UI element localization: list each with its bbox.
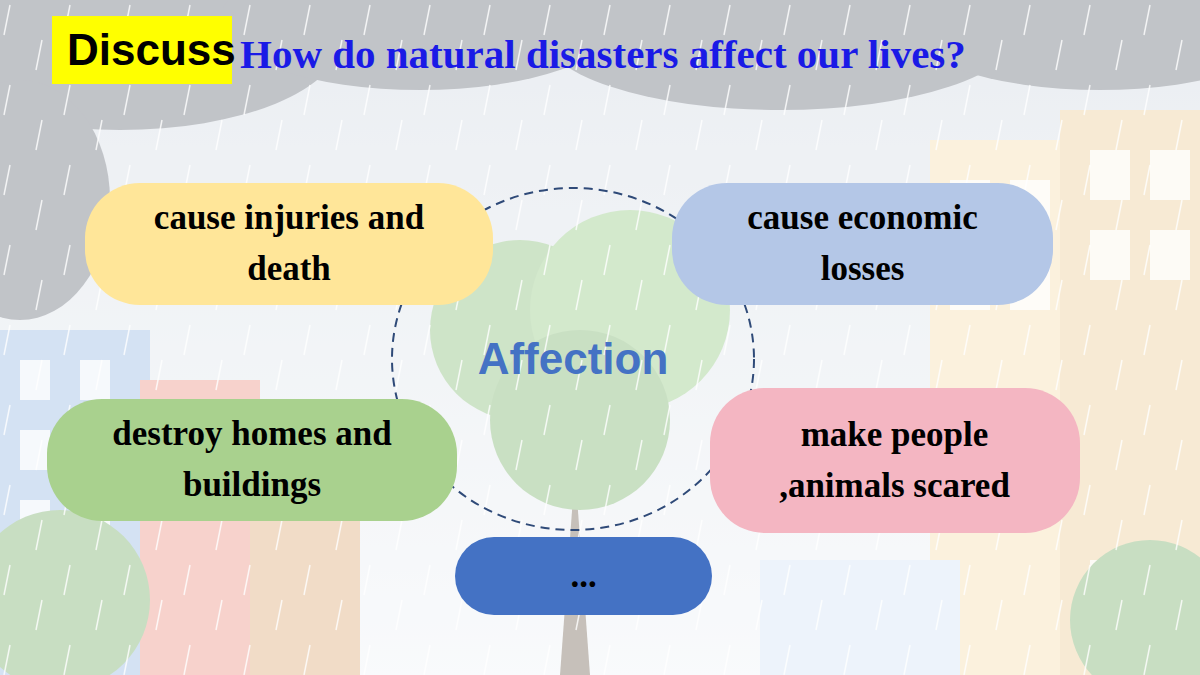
effect-text: cause injuries and death bbox=[125, 193, 453, 295]
effect-pill: cause injuries and death bbox=[85, 183, 493, 305]
discuss-label: Discuss bbox=[67, 26, 217, 74]
discuss-tag: Discuss bbox=[52, 16, 232, 84]
effect-pill: make people ,animals scared bbox=[710, 388, 1080, 533]
effect-text: destroy homes and buildings bbox=[87, 409, 417, 511]
effect-pill: cause economic losses bbox=[672, 183, 1053, 305]
slide-title: How do natural disasters affect our live… bbox=[240, 30, 966, 78]
center-label: Affection bbox=[478, 335, 669, 383]
effect-text: make people ,animals scared bbox=[750, 410, 1040, 512]
more-pill: ... bbox=[455, 537, 712, 615]
effect-text: ... bbox=[570, 551, 596, 602]
effect-text: cause economic losses bbox=[712, 193, 1013, 295]
effect-pill: destroy homes and buildings bbox=[47, 399, 457, 521]
